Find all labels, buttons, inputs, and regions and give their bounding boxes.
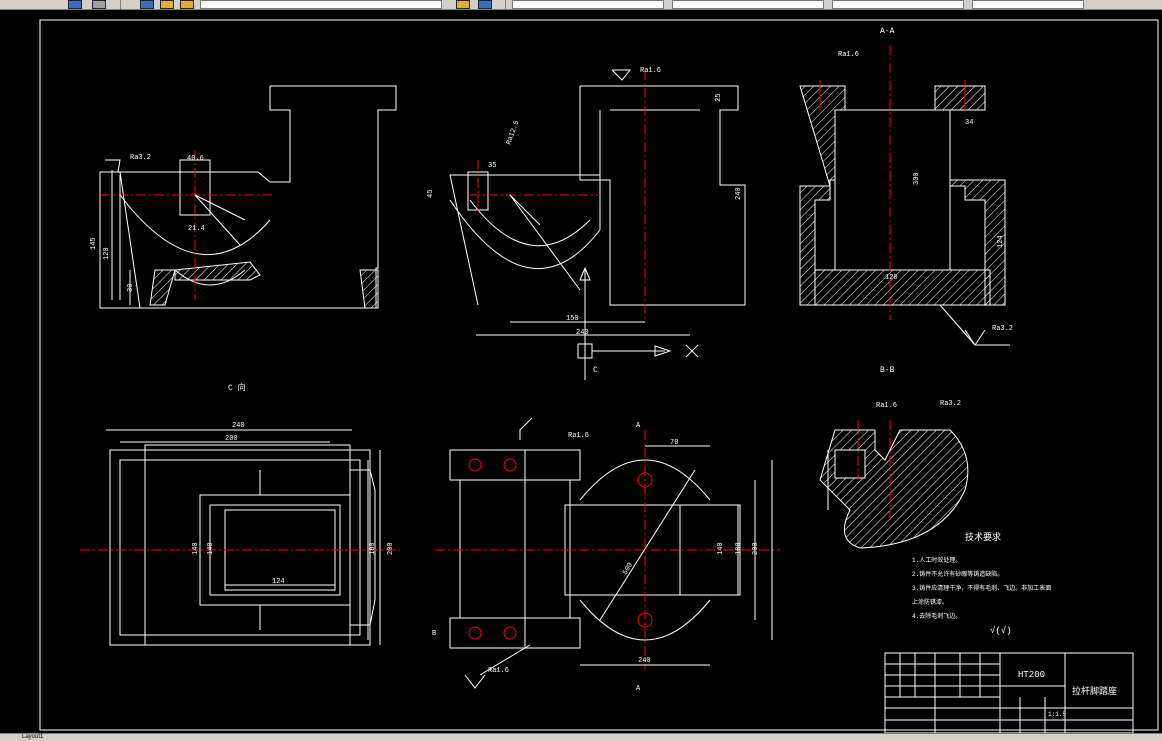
material-label: HT200 (1018, 670, 1045, 680)
linetype-dropdown[interactable] (672, 0, 824, 9)
cad-drawing: A-A B-B C 向 C Ra3.2 40.6 21.4 145 120 30… (39, 19, 1159, 734)
view-c-plan (80, 429, 400, 646)
c-marker-label: C (593, 366, 598, 375)
top-toolbar (0, 0, 1162, 10)
roughness-label: Ra1.6 (876, 402, 897, 410)
dim-label: 240 (735, 187, 743, 200)
roughness-label: Ra3.2 (130, 154, 151, 162)
dim-label: 240 (638, 657, 651, 665)
tech-item: 1.人工时效处理。 (912, 556, 961, 564)
dim-label: 200 (752, 542, 760, 555)
dim-label: 150 (566, 315, 579, 323)
toolbar-tool-icon[interactable] (92, 0, 106, 9)
dim-label: 25 (715, 94, 723, 102)
roughness-label: Ra1.6 (838, 51, 859, 59)
dim-label: 120 (885, 274, 898, 282)
layer-dropdown[interactable] (200, 0, 442, 9)
toolbar-tool-icon[interactable] (180, 0, 194, 9)
section-aa (799, 45, 1010, 346)
section-mark: A (636, 685, 641, 693)
toolbar-tool-icon[interactable] (140, 0, 154, 9)
dim-label: 120 (103, 247, 111, 260)
dim-label: 240 (232, 422, 245, 430)
toolbar-tool-icon[interactable] (478, 0, 492, 9)
layout-tab[interactable]: Layout1 (22, 734, 44, 740)
front-view-middle (449, 69, 746, 380)
tech-item: 4.去除毛刺飞边。 (912, 612, 961, 620)
dim-label: 30 (127, 284, 135, 292)
scale-label: 1:1.5 (1048, 711, 1066, 718)
dim-label: 34 (965, 119, 973, 127)
roughness-label: Ra1.6 (640, 67, 661, 75)
section-mark: A (636, 422, 641, 430)
dim-label: 180 (369, 542, 377, 555)
dim-label: 140 (717, 542, 725, 555)
roughness-label: Ra12.5 (505, 120, 521, 146)
front-view-left (99, 85, 397, 309)
section-bb-label: B-B (880, 366, 895, 375)
toolbar-tool-icon[interactable] (160, 0, 174, 9)
dim-label: 200 (225, 435, 238, 443)
tech-item: 2.铸件不允许有砂眼等铸造缺陷。 (912, 570, 1003, 578)
dim-label: 140 (207, 542, 215, 555)
section-mark: B (432, 630, 436, 638)
tech-item: 3.铸件应清理干净，不得有毛刺、飞边。非加工表面 (912, 584, 1051, 592)
plotstyle-dropdown[interactable] (972, 0, 1084, 9)
roughness-label: Ra3.2 (992, 325, 1013, 333)
dim-label: 124 (272, 578, 285, 586)
roughness-label: Ra1.6 (488, 667, 509, 675)
roughness-label: Ra3.2 (940, 400, 961, 408)
dim-label: 500 (622, 562, 635, 577)
toolbar-tool-icon[interactable] (456, 0, 470, 9)
dim-label: 240 (576, 329, 589, 337)
tech-item: 上涂防锈漆。 (912, 598, 948, 606)
view-c-label: C 向 (228, 382, 246, 393)
tech-requirements-title: 技术要求 (965, 531, 1001, 543)
part-name-label: 拉杆脚踏座 (1072, 685, 1117, 697)
dim-label: 21.4 (188, 225, 205, 233)
color-dropdown[interactable] (512, 0, 664, 9)
dim-label: 140 (192, 542, 200, 555)
dim-label: 145 (90, 237, 98, 250)
dim-label: 200 (387, 542, 395, 555)
dim-label: 70 (670, 439, 678, 447)
drawing-canvas[interactable]: A-A B-B C 向 C Ra3.2 40.6 21.4 145 120 30… (0, 10, 1162, 734)
dim-label: 180 (735, 542, 743, 555)
dim-label: 124 (997, 235, 1005, 248)
dim-label: 300 (913, 172, 921, 185)
dim-label: 40.6 (187, 155, 204, 163)
roughness-note: √(√) (990, 625, 1012, 636)
dim-label: 35 (488, 162, 496, 170)
section-bb (819, 420, 969, 549)
status-bar: Layout1 (0, 733, 1162, 741)
lineweight-dropdown[interactable] (832, 0, 964, 9)
dim-label: 45 (427, 190, 435, 198)
title-block (884, 652, 1134, 734)
plan-view-middle (435, 417, 780, 689)
section-aa-label: A-A (880, 27, 895, 36)
drawing-frame (39, 19, 1159, 731)
toolbar-tool-icon[interactable] (68, 0, 82, 9)
roughness-label: Ra1.6 (568, 432, 589, 440)
